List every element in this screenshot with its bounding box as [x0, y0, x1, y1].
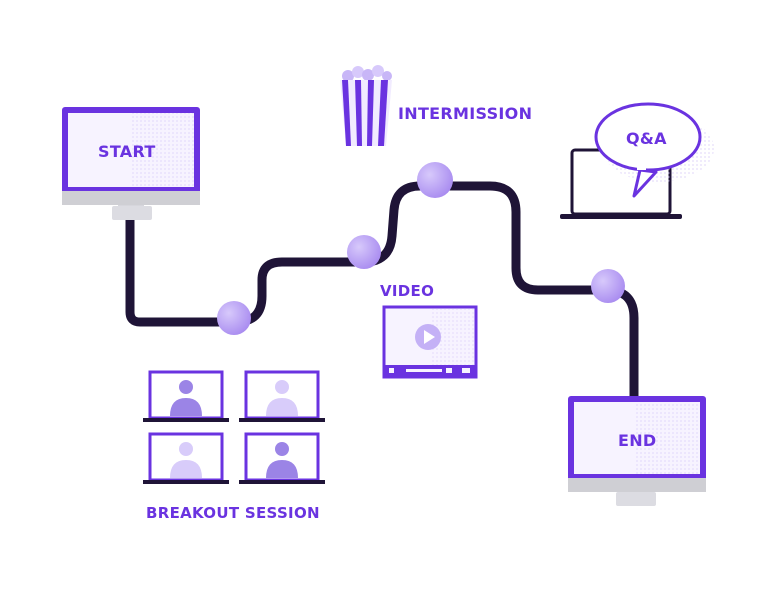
- start-label: START: [98, 142, 156, 161]
- video-label: VIDEO: [380, 282, 434, 300]
- breakout-laptop-3: [143, 432, 229, 484]
- video-player-icon: [382, 305, 478, 379]
- end-label: END: [618, 431, 657, 450]
- qa-label: Q&A: [626, 129, 667, 148]
- breakout-laptop-4: [239, 432, 325, 484]
- intermission-label: INTERMISSION: [398, 104, 532, 123]
- timeline-node: [591, 269, 625, 303]
- breakout-laptop-1: [143, 370, 229, 422]
- timeline-node: [347, 235, 381, 269]
- popcorn-icon: [340, 65, 392, 146]
- breakout-laptop-2: [239, 370, 325, 422]
- start-monitor-icon: [62, 107, 200, 220]
- end-monitor-icon: [568, 396, 706, 506]
- person-icon: [170, 380, 202, 416]
- person-icon: [266, 442, 298, 478]
- person-icon: [170, 442, 202, 478]
- breakout-label: BREAKOUT SESSION: [146, 504, 320, 522]
- play-icon: [415, 324, 441, 350]
- speech-bubble-icon: [594, 102, 714, 198]
- timeline-node: [417, 162, 453, 198]
- person-icon: [266, 380, 298, 416]
- timeline-node: [217, 301, 251, 335]
